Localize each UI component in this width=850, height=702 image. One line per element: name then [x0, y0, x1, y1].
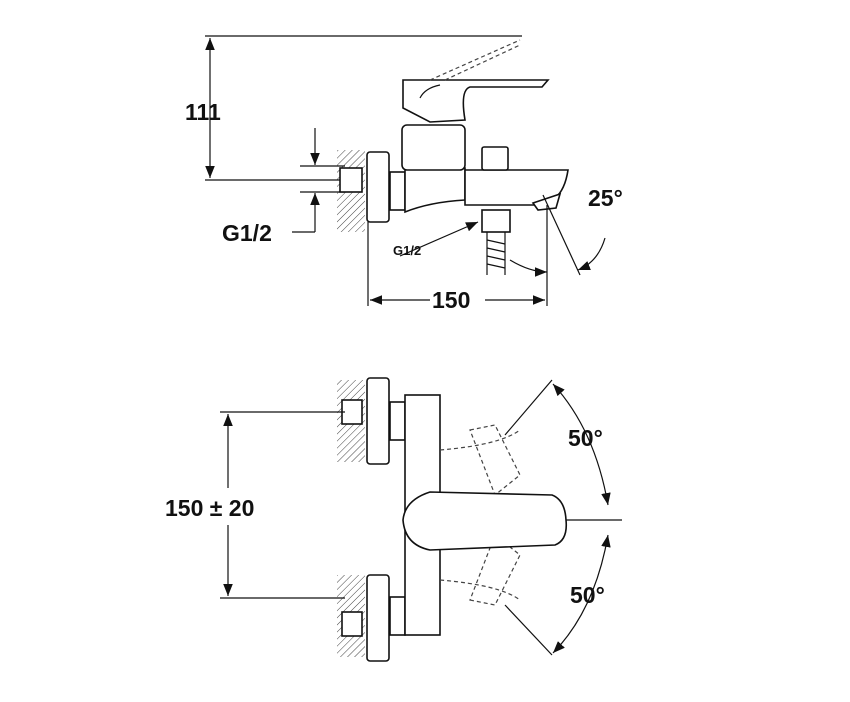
- spacing-label: 150 ± 20: [165, 495, 254, 521]
- lower-flange: [366, 574, 390, 662]
- lever-rotated-down: [469, 534, 521, 606]
- hose-connector: [481, 209, 511, 233]
- lever-top: [402, 491, 568, 551]
- body: [404, 167, 466, 214]
- angle-down-label: 50°: [570, 582, 605, 608]
- inlet-nipple: [339, 167, 363, 193]
- valve-cartridge: [401, 124, 466, 171]
- angle-up-label: 50°: [568, 425, 603, 451]
- side-view: 111 G1/2 G1/2 150 25°: [185, 35, 623, 313]
- lever-rotated-up: [469, 424, 521, 496]
- spout-angle-label: 25°: [588, 185, 623, 211]
- outlet-thread-label: G1/2: [393, 243, 421, 258]
- diverter-knob: [481, 146, 509, 171]
- hose-thread: [486, 239, 506, 269]
- inlet-thread-label: G1/2: [222, 220, 272, 246]
- upper-flange: [366, 377, 390, 465]
- top-view: 150 ± 20 50° 50°: [165, 377, 622, 662]
- flange: [366, 151, 390, 223]
- width-label: 150: [432, 287, 470, 313]
- hex-nut: [389, 171, 406, 211]
- lever: [402, 79, 550, 123]
- height-label: 111: [185, 99, 221, 125]
